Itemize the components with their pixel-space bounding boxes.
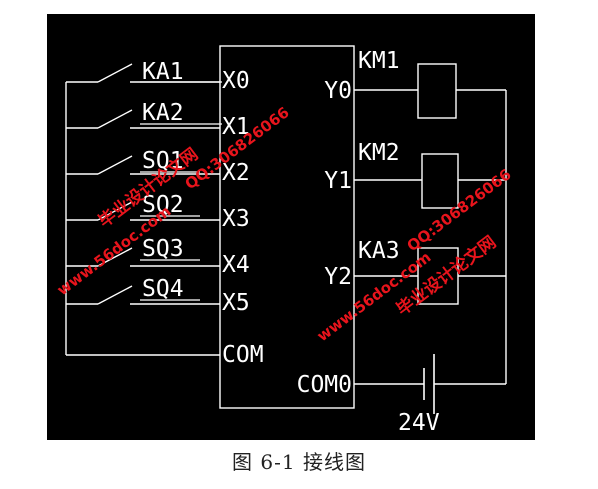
input-common-label: COM: [222, 342, 264, 368]
input-terminal-5: X5: [222, 290, 250, 316]
wiring: [65, 45, 507, 414]
plc-block: [219, 45, 355, 409]
output-coil-1: [354, 153, 506, 209]
input-label-4: SQ3: [142, 236, 184, 262]
output-coil-0: [354, 63, 506, 119]
input-terminal-2: X2: [222, 160, 250, 186]
diagram-background: [47, 14, 535, 440]
input-label-0: KA1: [142, 59, 184, 85]
label-underlines: [140, 81, 222, 301]
input-label-3: SQ2: [142, 192, 184, 218]
labels: KA1 KA2 SQ1 SQ2 SQ3 SQ4 X0 X1 X2 X3 X4 X…: [142, 48, 440, 436]
input-switch-2: [66, 155, 220, 175]
input-terminal-0: X0: [222, 68, 250, 94]
output-terminal-1: Y1: [324, 168, 352, 194]
output-terminal-2: Y2: [324, 264, 352, 290]
battery: [354, 354, 506, 414]
figure-caption: 图 6-1 接线图: [232, 450, 366, 474]
input-label-2: SQ1: [142, 148, 184, 174]
output-terminal-0: Y0: [324, 78, 352, 104]
output-label-0: KM1: [358, 48, 400, 74]
output-common-label: COM0: [297, 372, 352, 398]
input-label-1: KA2: [142, 100, 184, 126]
input-switch-3: [66, 201, 220, 221]
input-terminal-1: X1: [222, 114, 250, 140]
input-switch-1: [66, 109, 220, 129]
supply-voltage-label: 24V: [398, 410, 440, 436]
input-label-5: SQ4: [142, 276, 184, 302]
input-switch-4: [66, 247, 220, 267]
wiring-diagram: KA1 KA2 SQ1 SQ2 SQ3 SQ4 X0 X1 X2 X3 X4 X…: [47, 14, 535, 440]
input-terminal-4: X4: [222, 252, 250, 278]
output-label-1: KM2: [358, 140, 400, 166]
input-terminal-3: X3: [222, 206, 250, 232]
output-coil-2: [354, 247, 506, 305]
output-label-2: KA3: [358, 238, 400, 264]
input-switch-5: [66, 285, 220, 305]
